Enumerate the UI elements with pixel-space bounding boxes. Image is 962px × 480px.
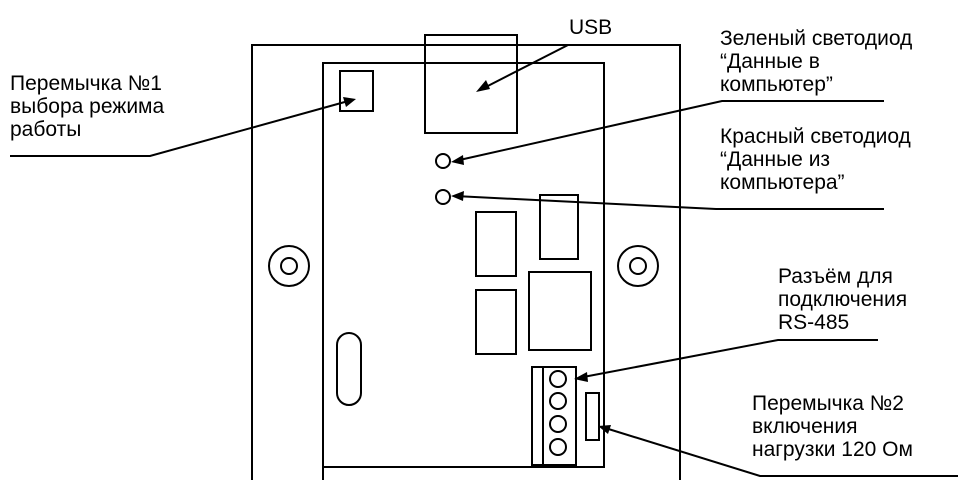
chip-square <box>528 271 592 351</box>
usb-leader-arrow <box>476 80 490 92</box>
red-led-leader-line <box>454 195 884 210</box>
jumper2-block <box>585 392 600 441</box>
jumper2-leader-arrow <box>598 425 611 434</box>
jumper2-label: Перемычка №2 включения нагрузки 120 Ом <box>752 392 913 461</box>
pcb-outline <box>322 62 605 480</box>
green-led-leader-line <box>454 100 884 162</box>
terminal-block-body <box>531 366 577 466</box>
mount-hole-left-outer <box>268 245 310 287</box>
jumper1-block <box>339 70 374 112</box>
terminal-screw <box>549 438 567 456</box>
jumper1-leader-line <box>10 99 353 157</box>
jumper2-leader-line <box>601 426 958 477</box>
red-led-label: Красный светодиод “Данные из компьютера” <box>720 125 911 194</box>
usb-leader-line <box>479 44 622 91</box>
usb-label: USB <box>569 16 613 39</box>
housing-outline <box>251 44 681 480</box>
connector-label: Разъём для подключения RS-485 <box>778 265 908 334</box>
jumper1-leader-arrow <box>343 97 356 107</box>
terminal-screw <box>549 370 567 388</box>
mount-hole-right-outer <box>617 245 659 287</box>
green-led-leader-arrow <box>451 155 464 165</box>
mount-hole-left-inner <box>280 257 298 275</box>
connector-leader-arrow <box>574 372 588 382</box>
chip-small-top <box>539 194 579 260</box>
jumper1-label: Перемычка №1 выбора режима работы <box>10 72 165 141</box>
mount-hole-right-inner <box>629 257 647 275</box>
terminal-screw <box>549 415 567 433</box>
connector-leader-line <box>577 339 878 379</box>
terminal-screw <box>549 392 567 410</box>
usb-connector <box>424 34 518 134</box>
chip-left-lower <box>475 289 517 355</box>
red-led-leader-arrow <box>451 191 464 201</box>
chip-left-upper <box>475 211 517 277</box>
green-led <box>435 153 451 169</box>
green-led-label: Зеленый светодиод “Данные в компьютер” <box>720 27 913 96</box>
oval-slot <box>336 332 362 406</box>
red-led <box>435 189 451 205</box>
